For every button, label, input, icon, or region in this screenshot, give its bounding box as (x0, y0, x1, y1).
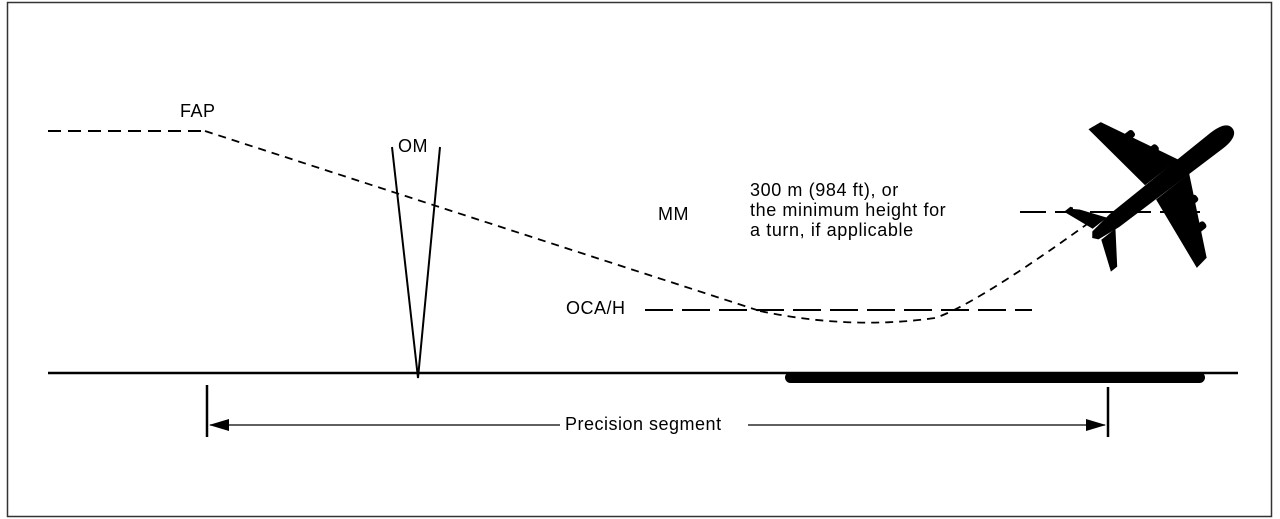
precision-segment-arrow-right (1086, 419, 1106, 431)
diagram-frame (6, 1, 1273, 518)
height-note-line-3: a turn, if applicable (750, 220, 914, 240)
height-note-line-2: the minimum height for (750, 200, 947, 220)
missed-approach-path (759, 221, 1091, 324)
fap-label: FAP (180, 101, 216, 121)
precision-segment-label: Precision segment (562, 414, 725, 435)
aircraft-tail-highlight (1072, 207, 1099, 211)
om-label: OM (398, 136, 428, 156)
oca-h-label: OCA/H (566, 298, 626, 318)
runway (785, 372, 1205, 383)
height-note-line-1: 300 m (984 ft), or (750, 180, 899, 200)
airplane-icon (1064, 122, 1235, 272)
mm-label: MM (658, 204, 689, 224)
precision-segment-arrow-left (209, 419, 229, 431)
height-note: 300 m (984 ft), or the minimum height fo… (750, 180, 946, 240)
om-marker-beam (391, 146, 441, 379)
